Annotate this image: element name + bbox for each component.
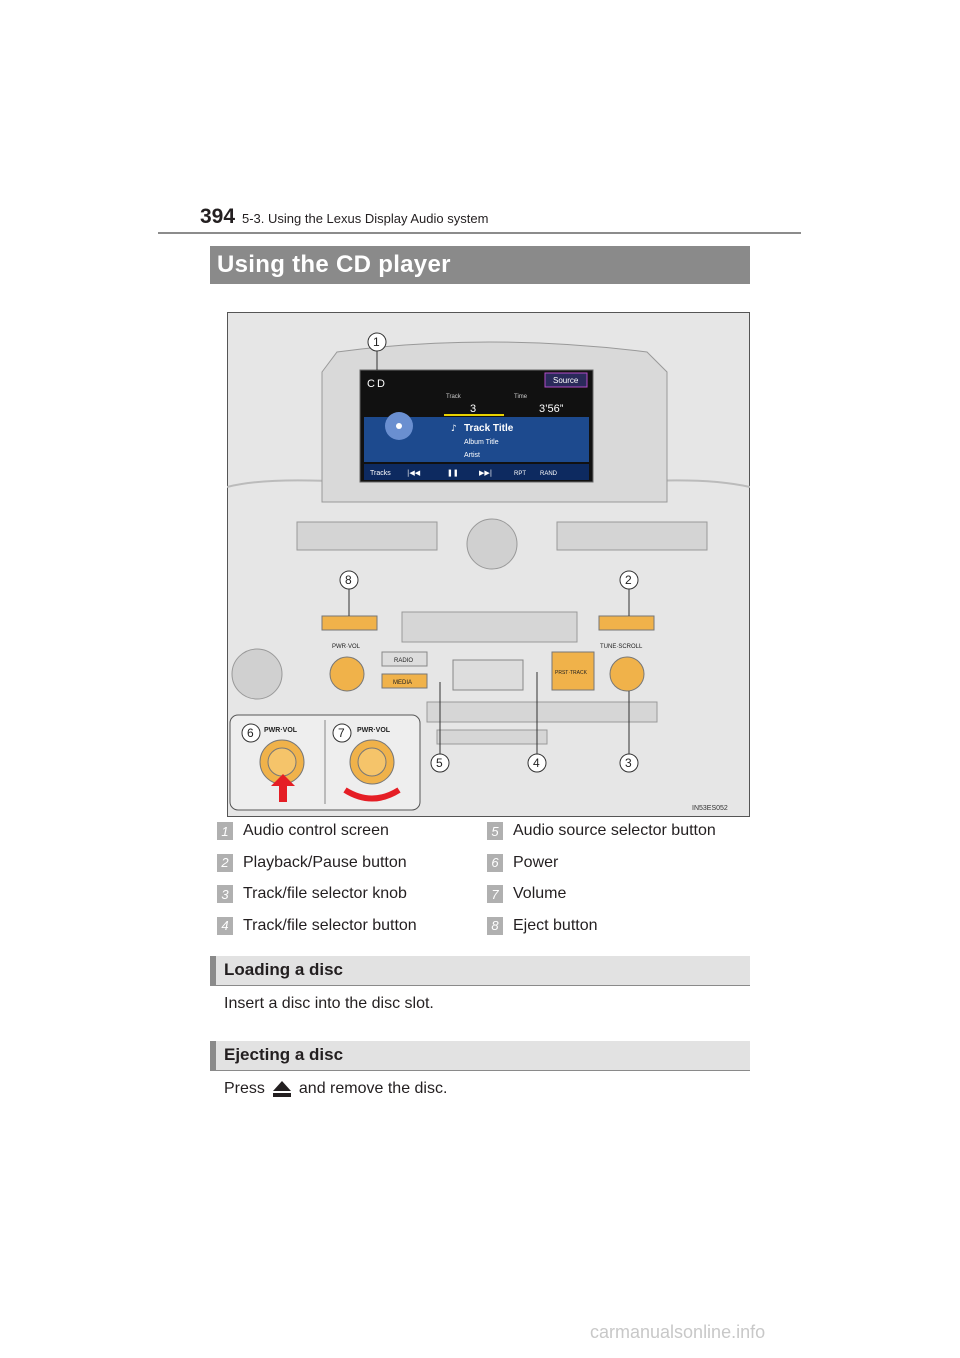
svg-text:▶▶|: ▶▶| <box>479 469 492 477</box>
ejecting-text-after: and remove the disc. <box>298 1080 448 1097</box>
legend-number: 3 <box>217 885 233 903</box>
screen-time-label: Time <box>514 394 528 400</box>
screen-track-label: Track <box>446 394 462 400</box>
image-code: IN53ES052 <box>692 805 728 812</box>
screen-rand-button: RAND <box>540 471 558 477</box>
legend-number: 8 <box>487 916 503 935</box>
legend-label: Audio control screen <box>243 822 389 839</box>
legend-label: Eject button <box>513 916 598 934</box>
title-bar: Using the CD player <box>210 246 750 284</box>
play-pause-button-figure <box>598 615 655 631</box>
ejecting-text-before: Press <box>224 1080 265 1097</box>
legend-number: 1 <box>217 822 233 840</box>
panel-prst-track-label: PRST·TRACK <box>555 670 588 676</box>
page-title: Using the CD player <box>217 251 451 278</box>
legend-item: 8 Eject button <box>487 915 750 937</box>
legend-number: 2 <box>217 853 233 872</box>
screen-source-button <box>544 372 588 388</box>
legend-number: 6 <box>487 853 503 872</box>
tune-scroll-knob-figure <box>609 656 645 692</box>
legend-item: 5 Audio source selector button <box>487 820 750 842</box>
screen-source-button-label: Source <box>553 376 579 385</box>
legend-label: Track/file selector knob <box>243 885 407 902</box>
legend-number: 5 <box>487 822 503 840</box>
eject-button-figure <box>321 615 378 631</box>
legend-item: 4 Track/file selector button <box>217 915 477 937</box>
callout-2-number: 2 <box>625 573 632 587</box>
screen-track-number: 3 <box>470 403 476 415</box>
legend-number: 4 <box>217 916 233 935</box>
header-rule <box>158 232 801 234</box>
panel-media-label: MEDIA <box>393 680 412 686</box>
ejecting-heading-bar: Ejecting a disc <box>210 1041 750 1071</box>
svg-text:♪: ♪ <box>451 424 457 434</box>
footer-watermark: carmanualsonline.info <box>590 1322 766 1342</box>
callout-3-number: 3 <box>625 756 632 770</box>
callout-1-number: 1 <box>373 335 380 349</box>
legend-label: Volume <box>513 885 567 902</box>
callout-4-number: 4 <box>533 756 540 770</box>
panel-pwr-vol-label: PWR·VOL <box>332 644 361 650</box>
screen-source-label: CD <box>367 378 387 390</box>
media-button-figure <box>381 673 428 689</box>
legend-right: 5 Audio source selector button 6 Power 7 Vo… <box>487 820 750 937</box>
callout-5-number: 5 <box>436 756 443 770</box>
legend-left: 1 Audio control screen 2 Playback/Pause bu… <box>217 820 477 937</box>
legend-item: 3 Track/file selector knob <box>217 883 477 905</box>
inset-right-label: PWR·VOL <box>357 727 391 734</box>
legend-item: 1 Audio control screen <box>217 820 477 842</box>
legend-label: Power <box>513 853 559 871</box>
callout-6-number: 6 <box>247 726 254 740</box>
inset-left-label: PWR·VOL <box>264 727 298 734</box>
prst-track-button-figure <box>551 651 595 691</box>
legend-item: 2 Playback/Pause button <box>217 852 477 874</box>
pwr-vol-knob-figure <box>329 656 365 692</box>
callout-6 <box>241 723 261 743</box>
loading-heading-bar: Loading a disc <box>210 956 750 986</box>
svg-text:|◀◀: |◀◀ <box>407 469 421 477</box>
legend-label: Audio source selector button <box>513 822 716 839</box>
legend-label: Track/file selector button <box>243 916 417 934</box>
section-header: 5-3. Using the Lexus Display Audio syste… <box>242 211 489 226</box>
panel-radio-label: RADIO <box>394 658 413 664</box>
eject-icon <box>272 1081 291 1097</box>
callout-7-number: 7 <box>338 726 345 740</box>
audio-screen: CD Source Track Time 3 3’56” ♪ Track Tit… <box>359 369 594 483</box>
callout-7 <box>332 723 352 743</box>
page-number: 394 <box>200 205 236 228</box>
loading-heading: Loading a disc <box>224 960 344 979</box>
screen-rpt-button: RPT <box>514 471 526 477</box>
legend-number: 7 <box>487 885 503 903</box>
screen-time-value: 3’56” <box>539 403 564 415</box>
legend-item: 7 Volume <box>487 883 750 905</box>
screen-artist: Artist <box>464 452 480 459</box>
legend-item: 6 Power <box>487 852 750 874</box>
screen-tracks-button: Tracks <box>370 470 391 477</box>
legend-label: Playback/Pause button <box>243 853 407 871</box>
ejecting-text: Press and remove the disc. <box>224 1080 447 1098</box>
panel-tune-scroll-label: TUNE·SCROLL <box>600 644 643 650</box>
svg-text:❚❚: ❚❚ <box>447 469 459 477</box>
screen-album-title: Album Title <box>464 439 499 446</box>
loading-text: Insert a disc into the disc slot. <box>224 995 434 1012</box>
ejecting-heading: Ejecting a disc <box>224 1045 344 1064</box>
callout-8-number: 8 <box>345 573 352 587</box>
screen-track-title: Track Title <box>464 423 514 434</box>
dashboard-illustration: CD Source Track Time 3 3’56” ♪ Track Tit… <box>227 312 750 817</box>
